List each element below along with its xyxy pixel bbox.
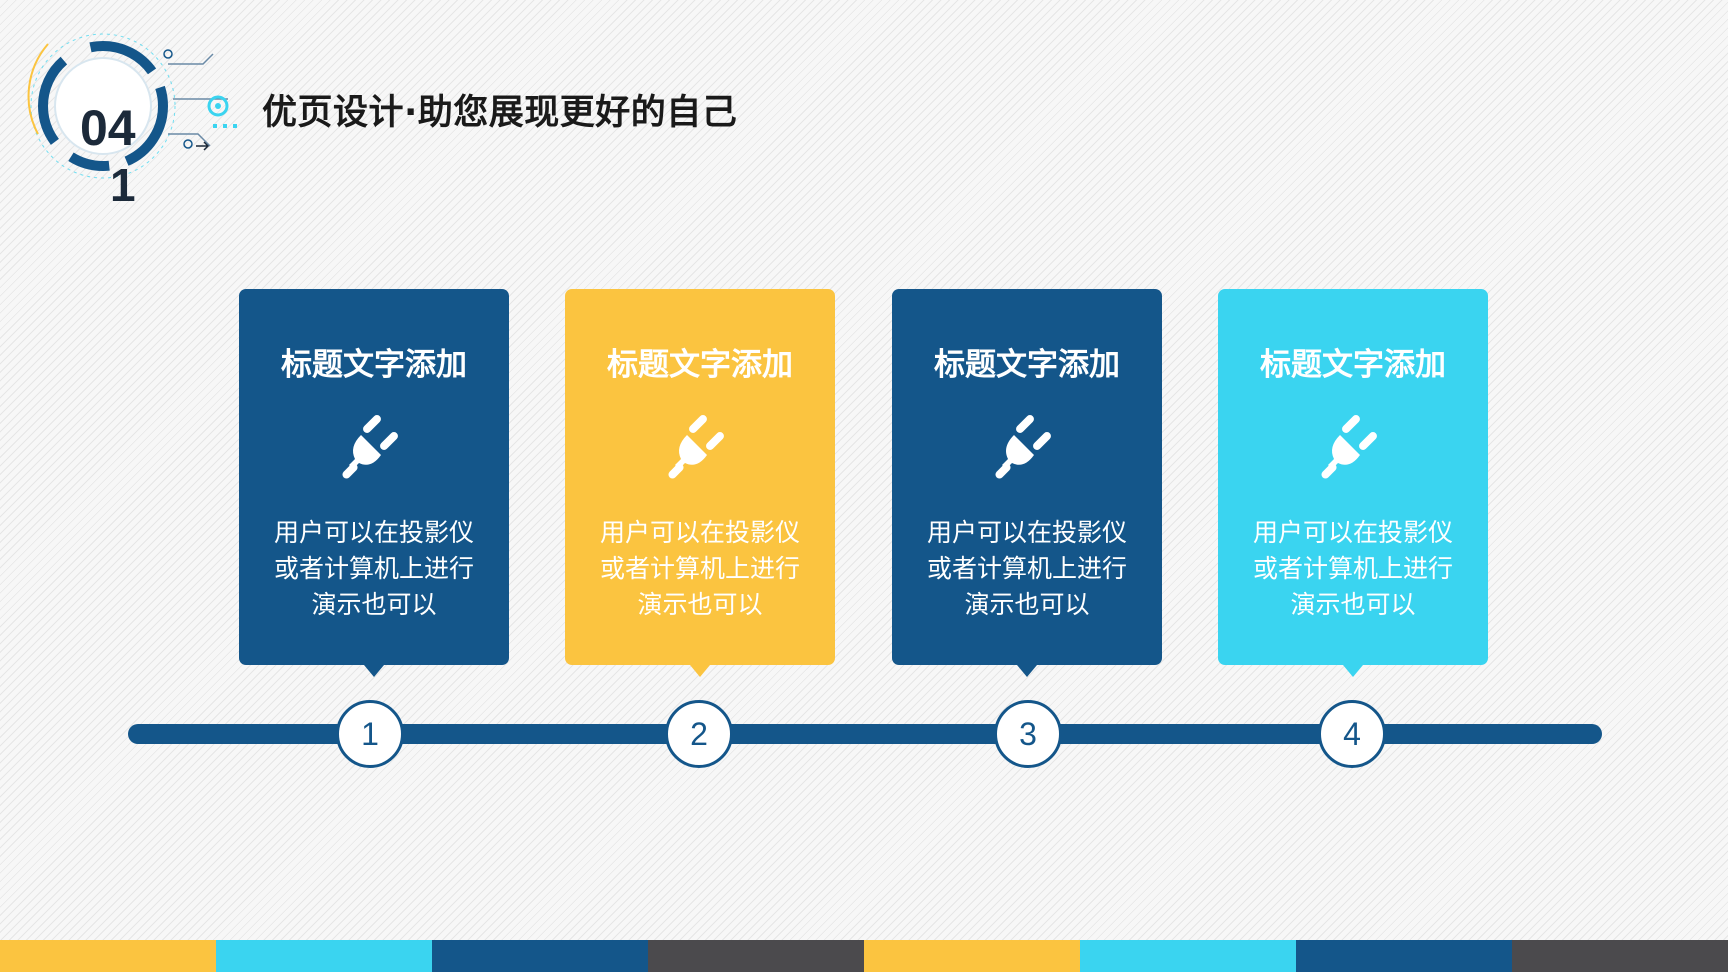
footer-segment (216, 940, 432, 972)
footer-segment (0, 940, 216, 972)
footer-segment (1296, 940, 1512, 972)
plug-icon (995, 415, 1051, 479)
card-description: 用户可以在投影仪 或者计算机上进行 演示也可以 (914, 515, 1140, 623)
card-title: 标题文字添加 (934, 347, 1120, 383)
info-card-3: 标题文字添加 用户可以在投影仪 或者计算机上进行 演示也可以 (892, 289, 1162, 677)
footer-segment (432, 940, 648, 972)
timeline-bar (128, 724, 1602, 744)
info-card-1: 标题文字添加 用户可以在投影仪 或者计算机上进行 演示也可以 (239, 289, 509, 677)
card-desc-line: 用户可以在投影仪 (1252, 518, 1453, 547)
card-desc-line: 演示也可以 (637, 590, 763, 619)
timeline-node-2: 2 (665, 700, 733, 768)
info-card-2: 标题文字添加 用户可以在投影仪 或者计算机上进行 演示也可以 (565, 289, 835, 677)
footer-segment (1512, 940, 1728, 972)
card-desc-line: 或者计算机上进行 (926, 554, 1127, 583)
footer-segment (1080, 940, 1296, 972)
card-title: 标题文字添加 (281, 347, 467, 383)
plug-icon (1321, 415, 1377, 479)
card-description: 用户可以在投影仪 或者计算机上进行 演示也可以 (587, 515, 813, 623)
card-description: 用户可以在投影仪 或者计算机上进行 演示也可以 (261, 515, 487, 623)
card-desc-line: 用户可以在投影仪 (926, 518, 1127, 547)
card-desc-line: 用户可以在投影仪 (599, 518, 800, 547)
card-desc-line: 用户可以在投影仪 (273, 518, 474, 547)
card-desc-line: 或者计算机上进行 (273, 554, 474, 583)
footer-color-strip (0, 940, 1728, 972)
card-title: 标题文字添加 (1260, 347, 1446, 383)
footer-segment (648, 940, 864, 972)
footer-segment (864, 940, 1080, 972)
tech-circle-icon (27, 33, 237, 179)
plug-icon (668, 415, 724, 479)
card-desc-line: 或者计算机上进行 (1252, 554, 1453, 583)
card-desc-line: 演示也可以 (1290, 590, 1416, 619)
timeline-node-3: 3 (994, 700, 1062, 768)
card-desc-line: 演示也可以 (964, 590, 1090, 619)
page-title: 优页设计·助您展现更好的自己 (262, 93, 738, 133)
card-description: 用户可以在投影仪 或者计算机上进行 演示也可以 (1240, 515, 1466, 623)
info-card-4: 标题文字添加 用户可以在投影仪 或者计算机上进行 演示也可以 (1218, 289, 1488, 677)
section-number: 04 (80, 100, 136, 156)
timeline-node-4: 4 (1318, 700, 1386, 768)
plug-icon (342, 415, 398, 479)
timeline-node-1: 1 (336, 700, 404, 768)
card-title: 标题文字添加 (607, 347, 793, 383)
card-desc-line: 演示也可以 (311, 590, 437, 619)
card-desc-line: 或者计算机上进行 (599, 554, 800, 583)
section-number-suffix: 1 (110, 159, 136, 211)
section-badge: 04 1 (18, 24, 268, 208)
